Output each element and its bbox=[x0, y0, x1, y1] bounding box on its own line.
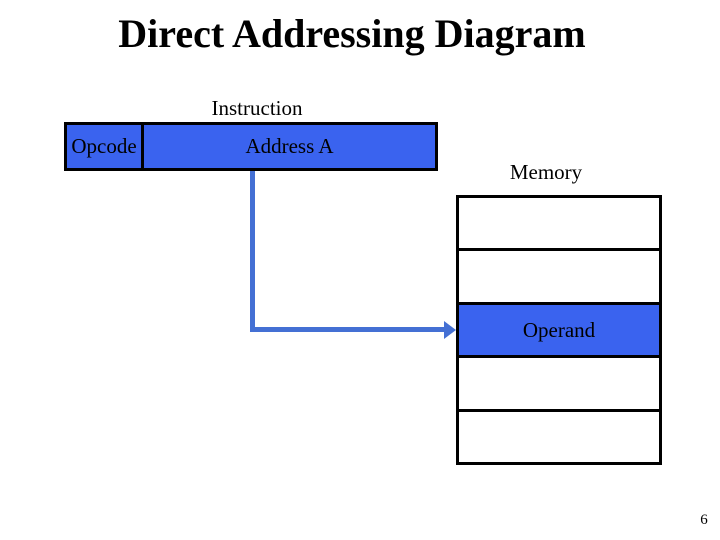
instruction-label: Instruction bbox=[211, 96, 303, 120]
connector-vertical-line bbox=[250, 171, 255, 332]
instruction-box: Opcode Address A bbox=[64, 122, 438, 171]
arrowhead-icon bbox=[444, 321, 456, 339]
page-title: Direct Addressing Diagram bbox=[118, 11, 586, 56]
memory-row-2 bbox=[459, 251, 659, 305]
memory-table: Operand bbox=[456, 195, 662, 465]
operand-row: Operand bbox=[459, 304, 659, 359]
opcode-cell: Opcode bbox=[67, 125, 144, 168]
memory-label: Memory bbox=[509, 160, 583, 184]
address-a-cell: Address A bbox=[245, 134, 334, 158]
memory-row-1 bbox=[459, 198, 659, 252]
connector-horizontal-line bbox=[250, 327, 446, 332]
memory-row-5 bbox=[459, 411, 659, 463]
memory-row-4 bbox=[459, 358, 659, 412]
page-number: 6 bbox=[700, 512, 708, 528]
